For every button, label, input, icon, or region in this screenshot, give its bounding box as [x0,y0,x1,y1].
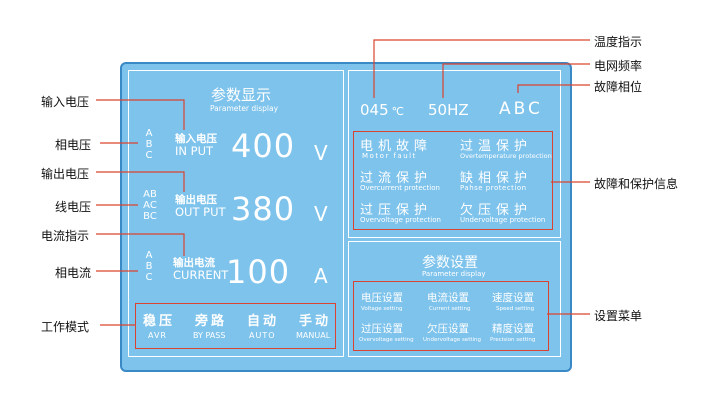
fault-overvoltage-en: Overvoltage protection [360,216,441,224]
parameter-display-section [128,70,344,357]
callout-input-voltage: 输入电压 [41,95,90,109]
callout-freq: 电网频率 [594,59,643,73]
temperature-value: 045℃ [360,101,404,119]
fault-overtemp: 过温保护 [460,139,533,154]
setting-speed[interactable]: 速度设置 [492,292,534,304]
setting-undervoltage[interactable]: 欠压设置 [427,323,469,335]
output-current-label: 输出电流 CURRENT [173,257,229,282]
mode-avr-en: AVR [148,331,167,340]
mode-bypass-cn: 旁路 [195,314,228,329]
callout-line-voltage: 线电压 [55,200,92,214]
callout-temp: 温度指示 [594,35,643,49]
mode-manual-cn: 手动 [299,314,332,329]
display-panel [120,62,572,372]
fault-motor-en: Motor fault [362,152,417,160]
output-current-unit: A [314,264,328,288]
callout-phase-current: 相电流 [55,266,92,280]
mode-bypass-en: BY PASS [193,331,226,340]
settings-subtitle: Parameter display [422,270,486,278]
callout-output-voltage: 输出电压 [41,167,90,181]
setting-undervoltage-en: Undervoltage setting [423,337,482,343]
output-current-value: 100 [226,253,291,291]
setting-overvoltage[interactable]: 过压设置 [361,323,403,335]
mode-auto-cn: 自动 [247,314,280,329]
callout-phase-fault: 故障相位 [594,80,643,94]
output-voltage-unit: V [314,202,328,226]
setting-precision-en: Precision setting [490,337,536,343]
setting-current-en: Current setting [429,306,471,312]
callout-phase-voltage: 相电压 [55,138,92,152]
setting-precision[interactable]: 精度设置 [492,323,534,335]
fault-overcurrent: 过流保护 [360,171,433,186]
fault-phase-loss-en: Pahse protection [460,184,527,192]
fault-overvoltage: 过压保护 [360,203,433,218]
mode-highlight-box [135,303,336,349]
setting-current[interactable]: 电流设置 [427,292,469,304]
fault-undervoltage-en: Undervoltage protection [460,216,546,224]
param-display-title: 参数显示 [211,86,272,104]
output-voltage-label: 输出电压 OUT PUT [175,194,226,219]
settings-title: 参数设置 [422,255,478,271]
fault-undervoltage: 欠压保护 [460,203,533,218]
input-voltage-value: 400 [231,127,296,165]
setting-overvoltage-en: Overvoltage setting [359,337,414,343]
mode-auto-en: AUTO [249,331,276,340]
input-voltage-unit: V [314,141,328,165]
setting-voltage[interactable]: 电压设置 [361,292,403,304]
callout-work-mode: 工作模式 [41,320,90,334]
mode-manual-en: MANUAL [296,331,331,340]
param-display-subtitle: Parameter display [210,104,279,113]
fault-overtemp-en: Overtemperature protection [460,152,552,160]
frequency-value: 50HZ [428,101,469,119]
mode-avr-cn: 稳压 [143,314,176,329]
setting-speed-en: Speed setting [496,306,535,312]
setting-voltage-en: Voltage setting [361,306,403,312]
fault-phase-value: ABC [499,99,543,119]
settings-section [348,241,561,357]
fault-motor: 电机故障 [360,139,433,154]
fault-phase-loss: 缺相保护 [460,171,533,186]
fault-highlight-box [353,131,553,230]
callout-current-indicator: 电流指示 [41,229,90,243]
callout-settings-menu: 设置菜单 [594,309,643,323]
callout-fault-protect: 故障和保护信息 [594,177,679,191]
output-voltage-value: 380 [231,190,296,228]
fault-overcurrent-en: Overcurrent protection [360,184,440,192]
input-voltage-label: 输入电压 IN PUT [175,133,217,158]
settings-highlight-box [353,281,549,351]
